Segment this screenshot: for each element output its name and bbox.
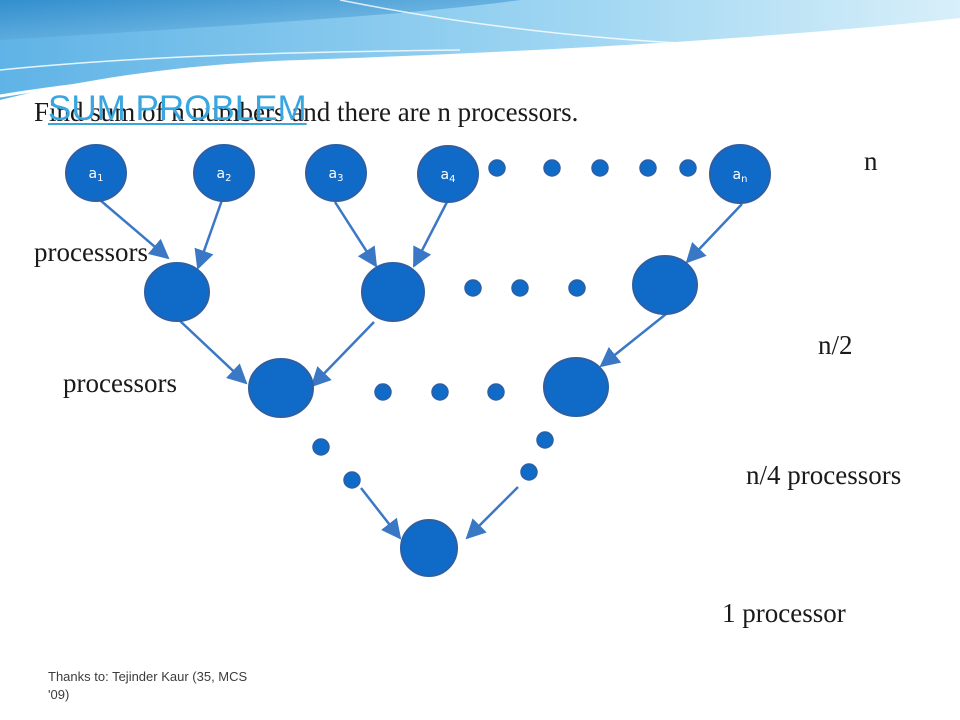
root-node — [400, 519, 458, 577]
leaf-node-a1: a1 — [65, 144, 127, 202]
edge-l2c-to-l3b — [599, 313, 667, 368]
ellipsis-dot — [568, 279, 586, 297]
leaf-node-an: an — [709, 144, 771, 204]
label-n: n — [864, 146, 878, 176]
ellipsis-dot — [591, 159, 609, 177]
ellipsis-dot — [520, 463, 538, 481]
edge-an-to-l2c — [685, 203, 743, 264]
leaf-node-a2: a2 — [193, 144, 255, 202]
ellipsis-dot — [374, 383, 392, 401]
level2-node-1 — [144, 262, 210, 322]
edge-a4-to-l2b — [412, 201, 449, 268]
edge-a1-to-l2a — [99, 199, 170, 260]
header-wave-decoration — [0, 0, 960, 109]
ellipsis-dot — [487, 383, 505, 401]
level3-node-1 — [248, 358, 314, 418]
ellipsis-dot — [464, 279, 482, 297]
leaf-node-a4: a4 — [417, 145, 479, 203]
label-processors-level1: processors — [34, 237, 148, 267]
label-processors-level2: processors — [63, 368, 177, 398]
edge-a3-to-l2b — [333, 201, 378, 268]
ellipsis-dot — [639, 159, 657, 177]
label-one-processor: 1 processor — [722, 598, 846, 628]
label-n-quarter: n/4 processors — [746, 460, 902, 490]
problem-statement: Find sum of n numbers and there are n pr… — [34, 97, 579, 127]
ellipsis-dot — [543, 159, 561, 177]
ellipsis-dot — [431, 383, 449, 401]
slide-title: SUM PROBLEM — [48, 89, 307, 128]
edge-dots-to-root-right — [465, 486, 519, 540]
level2-node-2 — [361, 262, 425, 322]
ellipsis-dot — [536, 431, 554, 449]
leaf-node-a3: a3 — [305, 144, 367, 202]
ellipsis-dots — [312, 159, 697, 489]
ellipsis-dot — [511, 279, 529, 297]
ellipsis-dot — [679, 159, 697, 177]
edge-l2a-to-l3a — [178, 319, 248, 385]
edge-l2b-to-l3a — [310, 321, 375, 388]
level3-node-2 — [543, 357, 609, 417]
level2-node-3 — [632, 255, 698, 315]
edge-a2-to-l2a — [194, 199, 224, 270]
ellipsis-dot — [343, 471, 361, 489]
svg-text:a1: a1 — [89, 166, 104, 184]
tree-edges — [99, 199, 743, 540]
svg-text:an: an — [733, 167, 748, 185]
credit-text: Thanks to: Tejinder Kaur (35, MCS '09) — [48, 669, 248, 702]
svg-text:a3: a3 — [329, 166, 344, 184]
label-n-half: n/2 — [818, 330, 853, 360]
svg-text:a2: a2 — [217, 166, 232, 184]
intermediate-nodes — [144, 255, 698, 577]
svg-text:a4: a4 — [441, 167, 456, 185]
ellipsis-dot — [312, 438, 330, 456]
leaf-nodes: a1 a2 a3 a4 an — [65, 144, 771, 204]
edge-dots-to-root-left — [360, 487, 402, 540]
ellipsis-dot — [488, 159, 506, 177]
